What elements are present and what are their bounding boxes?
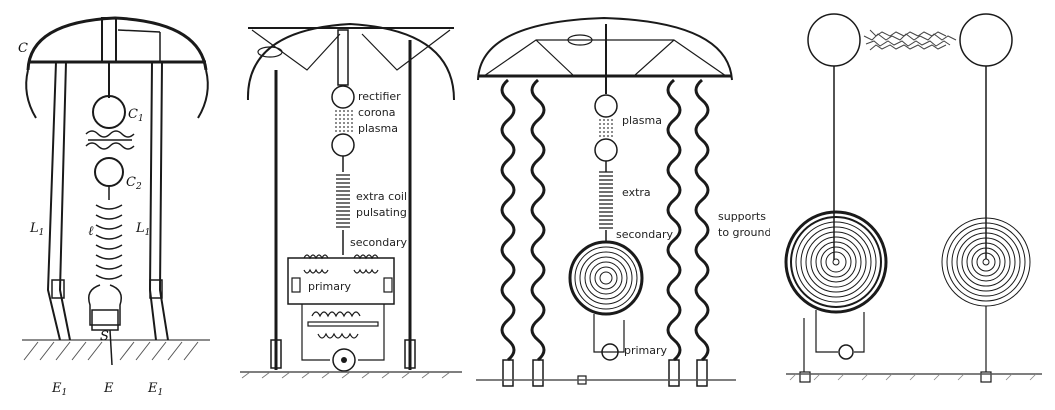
label-c1: C1: [128, 107, 144, 124]
ground-texture: [241, 371, 451, 379]
generator-icon: [601, 343, 619, 361]
generator-icon: [332, 348, 356, 372]
capacitor-c1: [92, 95, 126, 129]
label-to-ground: to ground: [718, 226, 770, 239]
right-terminal-sphere: [959, 13, 1013, 67]
label-primary: primary: [624, 344, 668, 357]
plasma-gap: [599, 119, 613, 137]
dome-truss: [251, 29, 451, 71]
ground-hatching: [23, 341, 199, 361]
left-terminal-sphere: [807, 13, 861, 67]
generator-hub-icon: [341, 357, 347, 363]
label-corona: corona: [358, 106, 396, 119]
ground-texture: [789, 373, 1037, 381]
spiral-secondary: [568, 240, 644, 316]
right-spiral-coil: [941, 217, 1031, 307]
label-e1-right: E1: [147, 381, 163, 398]
central-rod: [337, 29, 349, 86]
label-extra-coil: extra coil: [356, 190, 407, 203]
label-s: S: [100, 329, 109, 344]
right-capacitor-plate: [383, 277, 393, 293]
label-c: C: [18, 41, 28, 56]
helix-support-3: [666, 78, 682, 362]
label-l-coil: ℓ: [88, 224, 94, 239]
support-right-foot: [404, 339, 416, 369]
generator-leads: [301, 304, 385, 361]
diagram-panel-2: rectifier corona plasma extra coil pulsa…: [232, 0, 470, 410]
primary-windings: [303, 268, 379, 274]
helix-support-1: [500, 78, 516, 362]
helix-2-foot: [532, 359, 544, 387]
dome-arc: [246, 22, 455, 101]
spark-discharge: [863, 29, 957, 51]
core-bar: [307, 321, 379, 327]
capacitor-c2: [94, 157, 124, 187]
central-stem: [101, 17, 117, 63]
label-plasma: plasma: [358, 122, 398, 135]
base-apparatus: [88, 284, 122, 326]
label-e1-left: E1: [51, 381, 67, 398]
right-ground-plate: [980, 371, 992, 383]
label-supports: supports: [718, 210, 766, 223]
label-rectifier: rectifier: [358, 90, 401, 103]
primary-circuit: [815, 310, 865, 353]
extra-coil: [336, 174, 350, 228]
generator-icon: [838, 344, 854, 360]
upper-sphere: [594, 94, 618, 118]
lower-sphere: [331, 133, 355, 157]
diagram-panel-4: [780, 0, 1050, 410]
extra-coil: [599, 171, 613, 229]
left-capacitor-plate: [291, 277, 301, 293]
dome-left-lip: [25, 69, 37, 119]
bottom-windings: [317, 332, 359, 339]
transformer-box: [287, 257, 395, 305]
label-plasma: plasma: [622, 114, 662, 127]
diagram-panel-1: C C1 C2 L1 ℓ L1 S E1 E E1: [0, 0, 230, 410]
label-secondary: secondary: [616, 228, 673, 241]
support-left-b: [58, 61, 71, 341]
left-ground-plate: [799, 371, 811, 383]
eye-ornament-icon: [567, 34, 593, 46]
label-pulsating: pulsating: [356, 206, 407, 219]
helix-1-foot: [502, 359, 514, 387]
upper-sphere: [331, 85, 355, 109]
panel-2-drawing: rectifier corona plasma extra coil pulsa…: [240, 22, 462, 379]
support-right-b: [158, 61, 169, 341]
support-left-a: [46, 61, 61, 341]
spark-gap-discharge: [85, 130, 135, 150]
spark-box: [91, 309, 119, 331]
label-extra: extra: [622, 186, 651, 199]
helix-4-foot: [696, 359, 708, 387]
corona-plasma: [335, 110, 353, 132]
helix-3-foot: [668, 359, 680, 387]
primary-loop: [593, 314, 625, 353]
panel-1-drawing: C C1 C2 L1 ℓ L1 S E1 E E1: [18, 16, 210, 398]
dome-right-lip: [197, 69, 209, 119]
label-c2: C2: [126, 175, 142, 192]
lower-sphere: [594, 138, 618, 162]
support-right-clamp: [149, 279, 163, 299]
label-l1-right: L1: [135, 221, 150, 238]
panel-4-drawing: [784, 13, 1042, 383]
diagram-panel-3: plasma extra secondary supports to groun…: [474, 0, 770, 410]
lower-windings: [311, 311, 361, 318]
panel-3-drawing: plasma extra secondary supports to groun…: [476, 16, 770, 387]
eye-ornament-icon: [257, 46, 283, 58]
earth-lead: [109, 329, 113, 366]
label-l1-left: L1: [29, 221, 44, 238]
stem-arm: [117, 29, 161, 33]
left-spiral-coil: [784, 210, 888, 314]
label-secondary: secondary: [350, 236, 407, 249]
dome-arc: [477, 16, 733, 81]
secondary-windings: [303, 254, 379, 260]
support-left-foot: [270, 339, 282, 369]
label-primary: primary: [308, 280, 352, 293]
label-e: E: [103, 381, 114, 396]
helix-support-4: [694, 78, 710, 362]
coil-l: [95, 186, 123, 280]
support-left-clamp: [51, 279, 65, 299]
helix-support-2: [530, 78, 546, 362]
